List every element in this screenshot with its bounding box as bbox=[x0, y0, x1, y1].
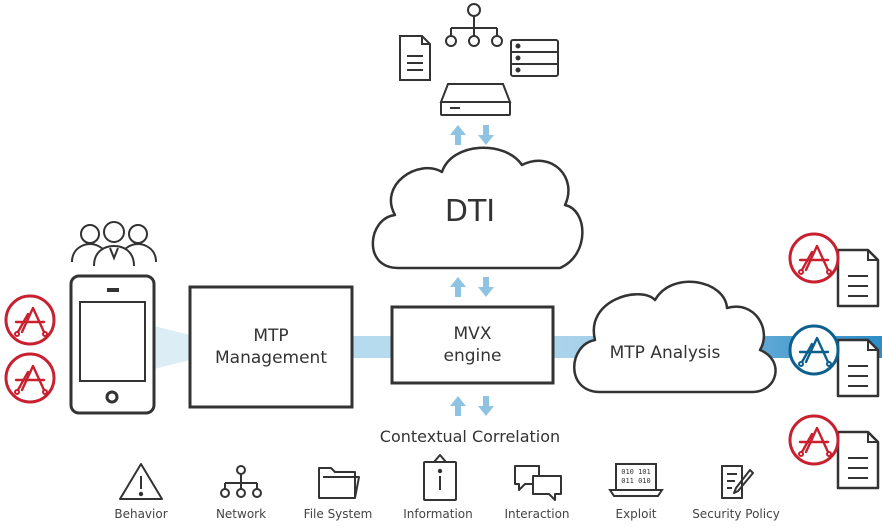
app-icon-red bbox=[4, 352, 56, 404]
hierarchy-icon bbox=[445, 3, 503, 47]
information-icon bbox=[423, 454, 457, 501]
svg-text:011 010: 011 010 bbox=[621, 477, 651, 485]
up-arrow-icon bbox=[450, 396, 466, 416]
network-icon bbox=[220, 465, 262, 498]
dti-cloud bbox=[371, 146, 584, 270]
mtp-analysis-label: MTP Analysis bbox=[609, 343, 721, 363]
down-arrow-icon bbox=[478, 125, 494, 145]
mtp-analysis-cloud bbox=[573, 280, 777, 394]
category-label-exploit: Exploit bbox=[615, 507, 657, 521]
exploit-laptop-icon: 010 101 011 010 bbox=[608, 463, 664, 497]
output-report-blue bbox=[788, 324, 880, 398]
svg-text:010 101: 010 101 bbox=[621, 468, 651, 476]
down-arrow-icon bbox=[478, 396, 494, 416]
report-document-icon bbox=[836, 430, 880, 490]
report-document-icon bbox=[836, 338, 880, 398]
users-icon bbox=[71, 221, 157, 267]
category-label-file-system: File System bbox=[303, 507, 373, 521]
output-report-red-2 bbox=[788, 414, 880, 490]
app-icon-red bbox=[788, 232, 840, 284]
app-icon-red bbox=[4, 294, 56, 346]
document-icon bbox=[399, 35, 431, 81]
up-arrow-icon bbox=[450, 277, 466, 297]
category-label-interaction: Interaction bbox=[504, 507, 570, 521]
mtp-management-label: MTP Management bbox=[215, 326, 327, 368]
mobile-device-icon bbox=[69, 274, 156, 415]
policy-icon bbox=[721, 465, 754, 499]
dti-label: DTI bbox=[444, 194, 496, 229]
report-document-icon bbox=[836, 248, 880, 308]
category-label-security-policy: Security Policy bbox=[692, 507, 780, 521]
app-icon-blue bbox=[788, 324, 840, 376]
app-icon-red bbox=[788, 414, 840, 466]
contextual-correlation-label: Contextual Correlation bbox=[379, 427, 561, 446]
warning-icon bbox=[119, 463, 163, 500]
mtp-management-box bbox=[188, 285, 354, 409]
category-label-network: Network bbox=[215, 507, 267, 521]
up-arrow-icon bbox=[450, 125, 466, 145]
mvx-engine-label: MVX engine bbox=[443, 324, 502, 366]
server-appliance-icon bbox=[439, 83, 512, 116]
category-label-behavior: Behavior bbox=[114, 507, 168, 521]
folder-icon bbox=[318, 467, 360, 499]
category-label-information: Information bbox=[403, 507, 473, 521]
down-arrow-icon bbox=[478, 277, 494, 297]
output-report-red-1 bbox=[788, 232, 880, 308]
mvx-engine-box bbox=[390, 305, 555, 385]
chat-icon bbox=[514, 465, 562, 501]
server-rack-icon bbox=[510, 39, 559, 77]
